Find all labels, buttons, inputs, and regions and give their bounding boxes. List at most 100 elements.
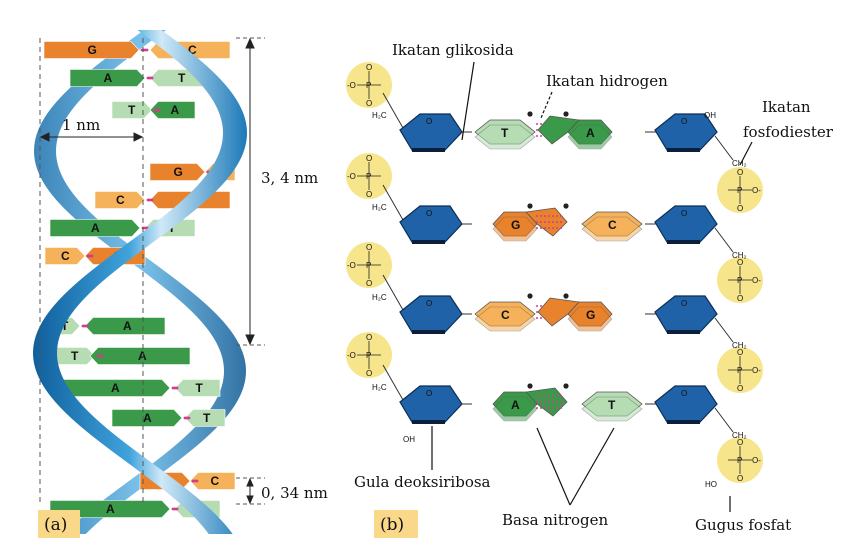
base-right: G xyxy=(538,298,612,331)
sugar-right: O xyxy=(655,206,717,242)
label-ikatan-fosfodiester-line2: fosfodiester xyxy=(743,123,834,141)
base-letter: T xyxy=(501,126,509,140)
panel-b-tag: (b) xyxy=(380,515,404,535)
base-left: T xyxy=(475,120,535,149)
atom-o: O xyxy=(366,190,372,199)
atom-oh: OH xyxy=(403,435,415,444)
base-letter: G xyxy=(88,43,97,57)
atom-o: O xyxy=(366,63,372,72)
atom-h2c: H₂C xyxy=(372,293,387,302)
atom-ominus: -O xyxy=(347,172,356,181)
base-letter: T xyxy=(608,398,616,412)
atom-p: P xyxy=(366,81,371,90)
base-letter: C xyxy=(61,249,70,263)
phosphate-left: POO-O xyxy=(346,242,392,288)
label-ikatan-fosfodiester-line1: Ikatan xyxy=(762,98,811,116)
atom-p: P xyxy=(366,172,371,181)
base-pair: AT xyxy=(60,380,220,397)
atom-o: O xyxy=(681,117,687,126)
phosphate-left: POO-O xyxy=(346,153,392,199)
atom-o: O xyxy=(366,99,372,108)
atom-p: P xyxy=(737,276,742,285)
lone-pair-dot xyxy=(527,383,532,388)
width-label: 1 nm xyxy=(62,116,100,134)
atom-ominus: O- xyxy=(752,366,761,375)
atom-o: O xyxy=(737,294,743,303)
atom-o: O xyxy=(737,384,743,393)
atom-o: O xyxy=(426,389,432,398)
sugar-left: O xyxy=(400,386,462,422)
base-left: A xyxy=(493,388,567,421)
hydrogen-dot xyxy=(151,199,154,202)
panel-b: POO-OPOO-OPOO-OPOO-OPOOO-POOO-POOO-POOO-… xyxy=(346,41,834,538)
hydrogen-dot xyxy=(176,508,179,511)
atom-ch2: CH₂ xyxy=(732,251,747,260)
atom-p: P xyxy=(737,456,742,465)
atom-ominus: -O xyxy=(347,261,356,270)
lone-pair-dot xyxy=(563,111,568,116)
pointer-basa xyxy=(537,428,614,505)
atom-p: P xyxy=(366,351,371,360)
base-letter: A xyxy=(511,398,520,412)
sugar-right: O xyxy=(655,296,717,332)
lone-pair-dot xyxy=(563,383,568,388)
atom-ominus: -O xyxy=(347,351,356,360)
atom-o: O xyxy=(426,299,432,308)
base-letter: A xyxy=(586,126,595,140)
base-letter: G xyxy=(174,165,183,179)
base-left: C xyxy=(475,302,535,331)
label-gula-deoksiribosa: Gula deoksiribosa xyxy=(354,473,491,491)
atom-oh: OH xyxy=(704,111,716,120)
atom-o: O xyxy=(366,333,372,342)
lone-pair-dot xyxy=(527,111,532,116)
base-letter: A xyxy=(91,221,100,235)
atom-o: O xyxy=(366,369,372,378)
sugar-left: O xyxy=(400,296,462,332)
base-letter: A xyxy=(111,381,120,395)
turn-label: 3, 4 nm xyxy=(261,169,318,187)
base-letter: T xyxy=(196,381,204,395)
atom-ominus: O- xyxy=(752,456,761,465)
hydrogen-dot xyxy=(196,480,199,483)
base-letter: T xyxy=(203,411,211,425)
base-letter: A xyxy=(106,502,115,516)
panel-a-tag: (a) xyxy=(44,515,67,535)
atom-h2c: H₂C xyxy=(372,383,387,392)
phosphate-right: POOO- xyxy=(717,167,763,213)
hydrogen-dot xyxy=(101,355,104,358)
atom-ch2: CH₂ xyxy=(732,431,747,440)
base-right: A xyxy=(538,116,612,149)
atom-ch2: CH₂ xyxy=(732,159,747,168)
sugar-left: O xyxy=(400,114,462,150)
rise-dimension-arrow xyxy=(247,479,253,503)
backbone-bond xyxy=(715,136,733,160)
atom-o: O xyxy=(681,389,687,398)
lone-pair-dot xyxy=(563,203,568,208)
atom-o: O xyxy=(426,117,432,126)
phosphate-left: PO O -O xyxy=(346,332,392,378)
base-left: G xyxy=(493,208,567,241)
pointer-hidrogen xyxy=(541,92,552,118)
base-letter: C xyxy=(608,218,617,232)
base-right: C xyxy=(582,212,642,241)
sugar-right: O xyxy=(655,386,717,422)
atom-o: O xyxy=(426,209,432,218)
hydrogen-dot xyxy=(91,255,94,258)
pointer-glikosida xyxy=(462,62,474,140)
base-letter: T xyxy=(178,71,186,85)
atom-p: P xyxy=(366,261,371,270)
backbone-bond xyxy=(715,228,733,252)
base-letter: G xyxy=(511,218,520,232)
atom-ominus: O- xyxy=(752,276,761,285)
turn-dimension-arrow xyxy=(246,39,254,344)
label-ikatan-glikosida: Ikatan glikosida xyxy=(392,41,514,59)
atom-o: O xyxy=(681,209,687,218)
atom-o: O xyxy=(737,474,743,483)
hydrogen-dot xyxy=(146,49,149,52)
hydrogen-dot xyxy=(151,77,154,80)
base-letter: A xyxy=(143,411,152,425)
